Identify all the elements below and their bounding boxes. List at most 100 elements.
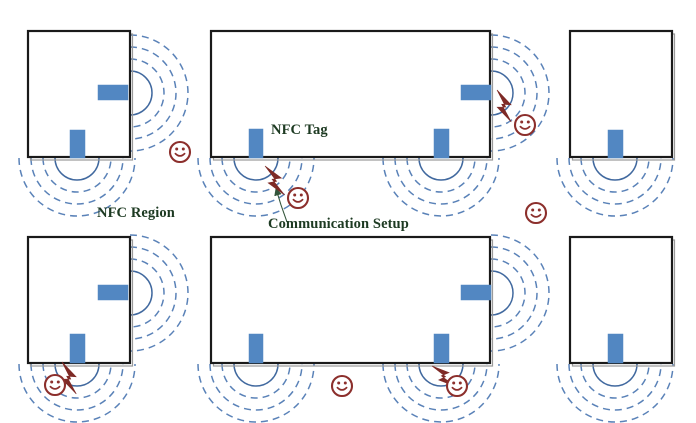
- nfc-region-arc: [209, 157, 303, 205]
- nfc-region-arc: [42, 363, 112, 399]
- nfc-tag-tag-bm-side[interactable]: [460, 284, 492, 301]
- smiley-eye-right-icon: [181, 147, 185, 151]
- smiley-mouth-icon: [49, 385, 61, 390]
- smiley-face-icon: [330, 374, 354, 398]
- nfc-region-region-tm-left: [197, 157, 315, 217]
- user-smiley-user-mid-right[interactable]: [524, 201, 548, 225]
- smiley-eye-right-icon: [299, 193, 303, 197]
- smiley-eye-left-icon: [531, 208, 535, 212]
- nfc-tag-tag-tl-bottom[interactable]: [69, 129, 86, 159]
- nfc-tag-tag-bm-left[interactable]: [248, 333, 264, 364]
- nfc-region-arc: [18, 157, 136, 217]
- smiley-face-icon: [513, 113, 537, 137]
- nfc-region-arc: [129, 58, 165, 128]
- nfc-region-arc: [394, 157, 488, 205]
- nfc-region-arc: [30, 157, 124, 205]
- user-smiley-user-bottom-left[interactable]: [43, 373, 67, 397]
- nfc-region-arc: [129, 246, 177, 340]
- user-smiley-user-bottom-right[interactable]: [445, 374, 469, 398]
- communication-bolt-bolt-top-middle: [264, 165, 285, 196]
- smiley-mouth-icon: [519, 125, 531, 130]
- user-smiley-user-bottom-middle[interactable]: [330, 374, 354, 398]
- nfc-region-arc: [568, 157, 662, 205]
- nfc-region-region-tm-right: [382, 157, 500, 217]
- smiley-face-icon: [286, 186, 310, 210]
- nfc-region-arc: [54, 157, 100, 181]
- smiley-eye-right-icon: [343, 381, 347, 385]
- nfc-region-arc: [418, 363, 464, 387]
- nfc-tag-tag-tm-side[interactable]: [460, 84, 492, 101]
- nfc-tag-tag-tl-side[interactable]: [97, 84, 129, 101]
- user-smiley-user-top-left[interactable]: [168, 140, 192, 164]
- communication-bolt-bolt-bottom-left: [61, 361, 77, 395]
- leader-lines-layer: [274, 187, 288, 223]
- smiley-eye-right-icon: [458, 381, 462, 385]
- nfc-region-region-tr-bottom: [556, 157, 674, 217]
- bolt-icon: [61, 361, 77, 395]
- smiley-eye-left-icon: [293, 193, 297, 197]
- nfc-region-arc: [18, 363, 136, 423]
- user-smiley-user-top-right[interactable]: [513, 113, 537, 137]
- nfc-region-arc: [233, 363, 279, 387]
- nfc-region-arc: [580, 363, 650, 399]
- smiley-mouth-icon: [174, 152, 186, 157]
- nfc-region-arc: [233, 157, 279, 181]
- nfc-regions-layer: [18, 34, 674, 423]
- nfc-tag-tag-bl-bottom[interactable]: [69, 333, 86, 364]
- nfc-region-region-br-bottom: [556, 363, 674, 423]
- nfc-region-arc: [129, 70, 153, 116]
- nfc-region-arc: [42, 157, 112, 193]
- smiley-eye-left-icon: [520, 120, 524, 124]
- smiley-mouth-icon: [451, 386, 463, 391]
- nfc-tag-tag-br-bottom[interactable]: [607, 333, 624, 364]
- nfc-region-arc: [406, 363, 476, 399]
- nfc-region-arc: [209, 363, 303, 411]
- nfc-region-arc: [129, 258, 165, 328]
- nfc-region-arc: [556, 157, 674, 217]
- nfc-tag-tag-bl-side[interactable]: [97, 284, 129, 301]
- nfc-region-region-bm-side: [490, 234, 550, 352]
- vehicle-body: [568, 235, 674, 365]
- bolt-icon: [264, 165, 285, 196]
- communication-bolt-bolt-top-right: [496, 89, 512, 123]
- user-smiley-user-top-middle[interactable]: [286, 186, 310, 210]
- leader-communication-setup: [274, 187, 288, 223]
- nfc-region-arc: [490, 58, 526, 128]
- nfc-region-arc: [490, 270, 514, 316]
- nfc-region-arc: [129, 46, 177, 140]
- nfc-region-arc: [490, 34, 550, 152]
- nfc-region-arc: [221, 157, 291, 193]
- nfc-region-region-bl-bottom: [18, 363, 136, 423]
- vehicle-car-bottom-right[interactable]: [568, 235, 676, 367]
- smiley-face-icon: [524, 201, 548, 225]
- smiley-mouth-icon: [336, 386, 348, 391]
- smiley-eye-right-icon: [526, 120, 530, 124]
- nfc-region-arc: [406, 157, 476, 193]
- nfc-tag-tag-tm-left[interactable]: [248, 128, 264, 159]
- nfc-region-arc: [129, 234, 189, 352]
- bolt-icon: [496, 89, 512, 123]
- nfc-region-arc: [592, 363, 638, 387]
- nfc-tag-tag-tm-right[interactable]: [433, 128, 450, 159]
- smiley-eye-right-icon: [56, 380, 60, 384]
- nfc-region-arc: [197, 363, 315, 423]
- label-nfc-region: NFC Region: [97, 205, 175, 221]
- smiley-eye-left-icon: [50, 380, 54, 384]
- nfc-region-region-tl-side: [129, 34, 189, 152]
- smiley-face-icon: [445, 374, 469, 398]
- nfc-region-region-tm-side: [490, 34, 550, 152]
- label-nfc-tag: NFC Tag: [271, 122, 328, 138]
- smiley-eye-left-icon: [452, 381, 456, 385]
- nfc-tag-tag-bm-right[interactable]: [433, 333, 450, 364]
- nfc-region-arc: [490, 246, 538, 340]
- nfc-region-arc: [221, 363, 291, 399]
- nfc-tag-tag-tr-bottom[interactable]: [607, 129, 624, 159]
- nfc-region-arc: [197, 157, 315, 217]
- smiley-face-icon: [168, 140, 192, 164]
- nfc-region-region-bm-right: [382, 363, 500, 423]
- nfc-region-arc: [592, 157, 638, 181]
- nfc-region-arc: [129, 34, 189, 152]
- nfc-region-arc: [394, 363, 488, 411]
- nfc-region-arc: [382, 157, 500, 217]
